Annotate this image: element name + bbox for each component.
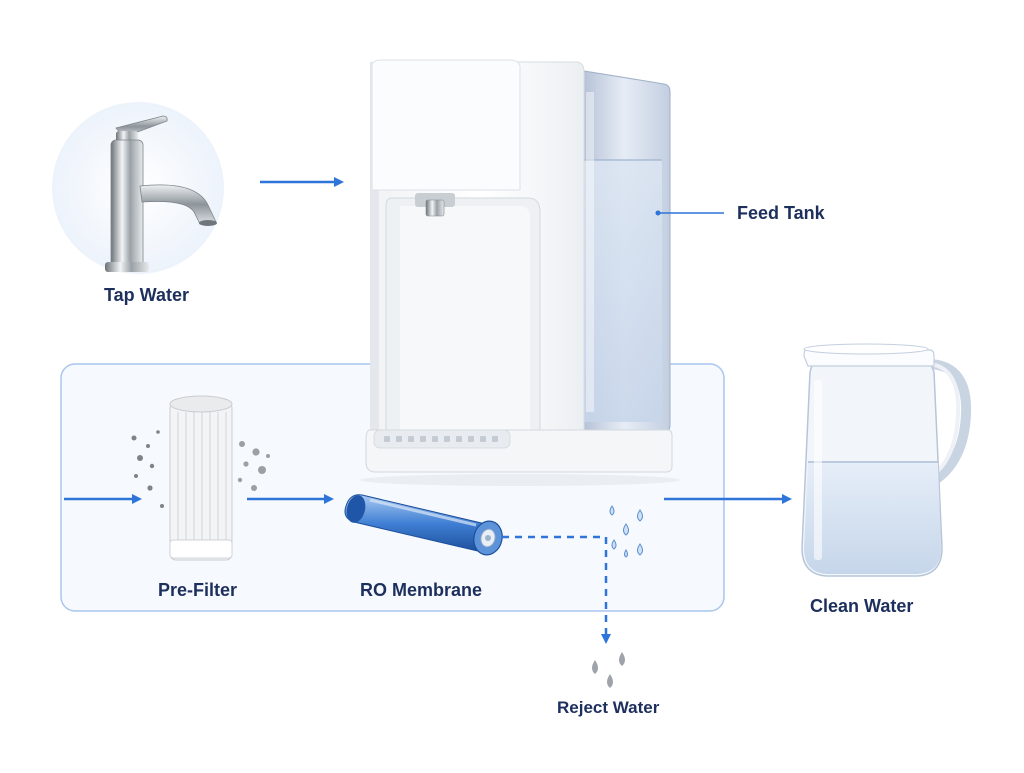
faucet-icon	[52, 102, 224, 274]
feed-tank-label: Feed Tank	[737, 203, 825, 223]
dispenser-icon	[360, 59, 680, 486]
membrane-icon	[344, 494, 503, 556]
pitcher-icon	[801, 343, 972, 577]
pre-filter-label: Pre-Filter	[158, 580, 238, 600]
clean-water-label: Clean Water	[810, 596, 914, 616]
droplets-icon	[592, 652, 625, 688]
clean-droplets-icon	[609, 505, 643, 558]
filter-cartridge-icon	[131, 395, 270, 561]
ro-membrane-label: RO Membrane	[360, 580, 483, 600]
edge-membrane-to-reject	[502, 535, 611, 644]
tap-water-label: Tap Water	[104, 285, 190, 305]
reject-water-label: Reject Water	[557, 698, 660, 717]
